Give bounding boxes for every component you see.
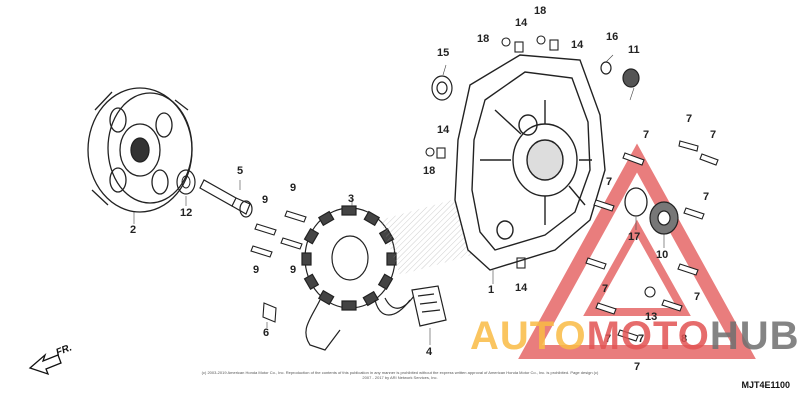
callout-label: 7 (638, 333, 645, 345)
oil-seal-15 (431, 75, 453, 101)
cap-11 (622, 68, 640, 88)
crankcase-cover-1 (454, 54, 606, 271)
flywheel-rotor (87, 87, 193, 213)
callout-label: 7 (643, 129, 650, 141)
callout-label: 16 (606, 31, 619, 43)
direction-arrow (28, 352, 62, 376)
callout-label: 8 (681, 333, 688, 345)
callout-label: 14 (571, 39, 584, 51)
callout-label: 1 (488, 284, 495, 296)
stator-3 (301, 205, 415, 351)
callout-label: 6 (263, 327, 270, 339)
washer-12 (176, 169, 196, 195)
callout-label: 7 (694, 291, 701, 303)
callout-label: 15 (437, 47, 450, 59)
o-ring-17 (624, 187, 648, 217)
copyright-text: (c) 2003-2019 American Honda Motor Co., … (201, 370, 599, 380)
callout-label: 7 (686, 113, 693, 125)
callout-label: 14 (437, 124, 450, 136)
callout-label: 7 (703, 191, 710, 203)
callout-label: 9 (253, 264, 260, 276)
dowels-and-washers (425, 35, 656, 298)
callout-label: 14 (515, 282, 528, 294)
callout-label: 7 (605, 333, 612, 345)
callout-label: 11 (628, 44, 640, 56)
callout-label: 18 (423, 165, 436, 177)
callout-label: 10 (656, 249, 669, 261)
watermark-triangle (518, 143, 756, 359)
o-ring-16 (600, 61, 612, 75)
callout-label: 4 (426, 346, 433, 358)
cap-10 (649, 201, 679, 235)
callout-label: 9 (262, 194, 269, 206)
watermark-text: AUTOMOTOHUB (470, 316, 800, 356)
callout-label: 12 (180, 207, 193, 219)
leader-lines (133, 54, 665, 345)
callout-label: 9 (290, 182, 297, 194)
callout-label: 5 (237, 165, 244, 177)
callout-label: 18 (477, 33, 490, 45)
watermark-part-1: AUTO (470, 314, 587, 358)
flywheel-bolt-5 (199, 179, 253, 218)
callout-label: 17 (628, 231, 641, 243)
callout-label: 3 (348, 193, 355, 205)
callout-label: 9 (290, 264, 297, 276)
callout-label: 7 (602, 283, 609, 295)
callout-label: 13 (645, 311, 658, 323)
callout-label: 14 (515, 17, 528, 29)
bolts (250, 140, 719, 342)
callout-label: 7 (634, 361, 641, 373)
diagram-code: MJT4E1100 (741, 380, 790, 390)
watermark-part-3: HUB (709, 314, 800, 358)
watermark-part-2: MOTO (586, 314, 710, 358)
callout-label: 7 (710, 129, 717, 141)
callout-label: 2 (130, 224, 137, 236)
connector-4 (411, 285, 447, 327)
callout-label: 18 (534, 5, 547, 17)
callout-label: 7 (606, 176, 613, 188)
